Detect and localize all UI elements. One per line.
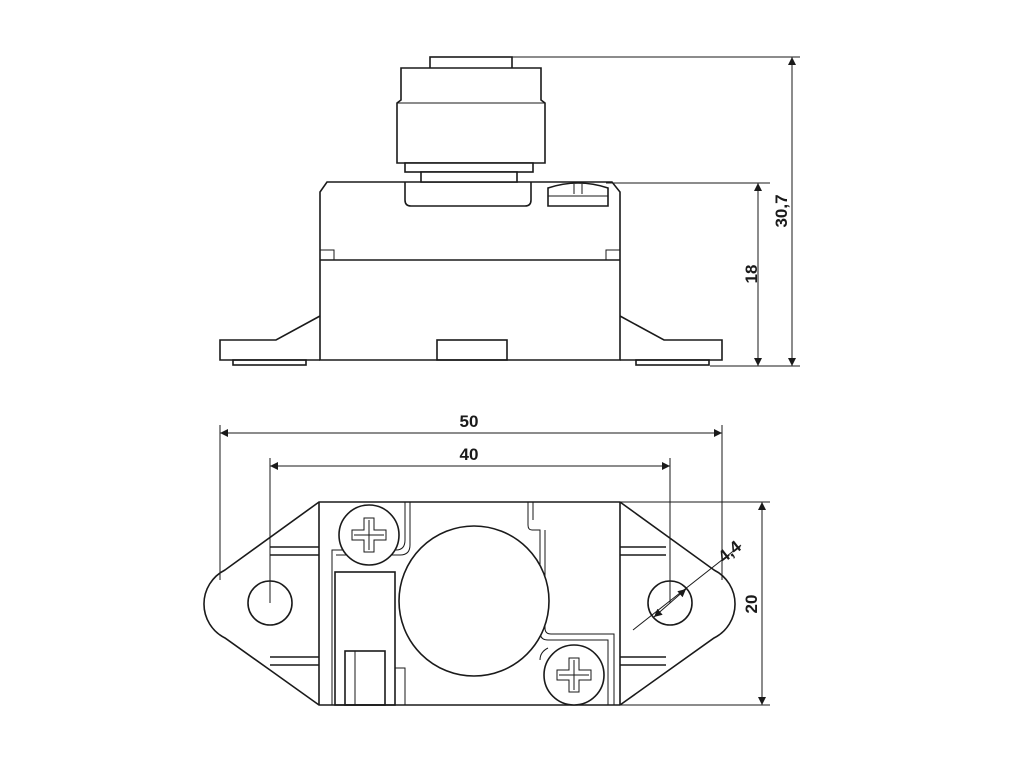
top-view <box>203 501 736 706</box>
side-view-flange-left <box>219 315 321 366</box>
dim-body-height: 18 <box>606 182 770 366</box>
dim-total-height-label: 30,7 <box>772 194 791 227</box>
top-view-slots <box>270 546 666 666</box>
screw-bottom-right <box>543 644 605 706</box>
side-view-housing <box>319 181 621 361</box>
dim-width-label: 20 <box>742 595 761 614</box>
button-cap <box>398 525 550 677</box>
dim-body-height-label: 18 <box>742 265 761 284</box>
top-view-base-outline <box>203 501 736 706</box>
side-view <box>219 56 723 366</box>
side-view-flange-right <box>619 315 723 366</box>
dim-width: 20 <box>620 501 770 706</box>
side-view-push-button <box>396 56 546 183</box>
dim-hole-spacing-label: 40 <box>460 445 479 464</box>
dim-overall-length: 50 <box>219 412 723 580</box>
dim-hole-spacing: 40 <box>269 445 671 603</box>
dim-total-height: 30,7 <box>512 56 800 367</box>
screw-top-left <box>338 504 400 566</box>
dim-overall-length-label: 50 <box>460 412 479 431</box>
